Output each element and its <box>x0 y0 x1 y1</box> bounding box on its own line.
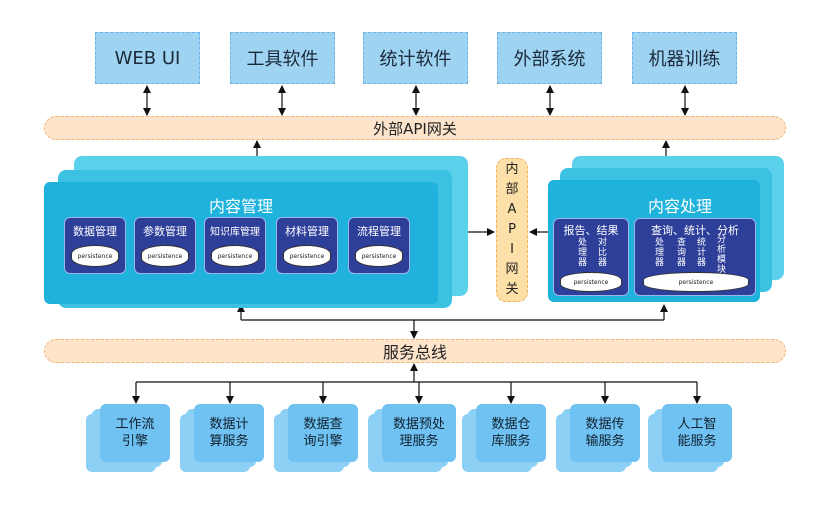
column-char: 块 <box>717 265 727 275</box>
client-tool-software: 工具软件 <box>230 32 335 84</box>
persistence-cylinder: persistence <box>283 245 331 267</box>
module-parameter-management: 参数管理 persistence <box>134 217 196 274</box>
column-char: 器 <box>655 258 665 268</box>
gateway-char: A <box>507 202 517 217</box>
comparator-column: 对 比 器 <box>598 238 607 268</box>
column-char: 分 <box>717 235 727 245</box>
module-material-management: 材料管理 persistence <box>276 217 338 274</box>
column-char: 器 <box>697 258 707 268</box>
external-api-gateway: 外部API网关 <box>44 116 786 140</box>
query-column: 查 询 器 <box>677 238 686 268</box>
analysis-column: 分 析 模 块 <box>717 235 726 275</box>
statistics-column: 统 计 器 <box>697 238 706 268</box>
module-label: 参数管理 <box>143 225 187 238</box>
service-workflow-engine: 工作流 引擎 <box>100 404 170 462</box>
column-char: 析 <box>717 245 727 255</box>
service-bus: 服务总线 <box>44 339 786 363</box>
persistence-cylinder: persistence <box>355 245 403 267</box>
gateway-char: 内 <box>505 162 519 177</box>
column-char: 模 <box>717 255 727 265</box>
column-char: 器 <box>677 258 687 268</box>
module-label: 材料管理 <box>285 225 329 238</box>
column-char: 询 <box>677 248 687 258</box>
column-char: 处 <box>655 238 665 248</box>
column-char: 器 <box>598 258 608 268</box>
persistence-cylinder: persistence <box>71 245 119 267</box>
persistence-cylinder: persistence <box>211 245 259 267</box>
gateway-char: 部 <box>505 182 519 197</box>
internal-api-gateway: 内 部 A P I 网 关 <box>496 158 528 302</box>
gateway-char: 网 <box>505 262 519 277</box>
column-char: 理 <box>655 248 665 258</box>
gateway-char: P <box>508 222 516 237</box>
content-processing-title: 内容处理 <box>647 197 712 216</box>
column-char: 统 <box>697 238 707 248</box>
service-data-computing: 数据计 算服务 <box>194 404 264 462</box>
service-data-warehouse: 数据仓 库服务 <box>476 404 546 462</box>
client-machine-training: 机器训练 <box>632 32 737 84</box>
column-char: 比 <box>598 248 608 258</box>
module-query-stats-analysis: 查询、统计、分析 处 理 器 查 询 器 统 计 器 分 析 模 块 persi… <box>634 218 756 296</box>
module-label: 流程管理 <box>357 225 401 238</box>
processor-column: 处 理 器 <box>655 238 664 268</box>
service-data-query-engine: 数据查 询引擎 <box>288 404 358 462</box>
column-char: 查 <box>677 238 687 248</box>
column-char: 计 <box>697 248 707 258</box>
service-data-transfer: 数据传 输服务 <box>570 404 640 462</box>
persistence-cylinder: persistence <box>141 245 189 267</box>
module-label: 报告、结果 <box>563 224 619 237</box>
module-report-results: 报告、结果 处 理 器 对 比 器 persistence <box>553 218 629 296</box>
persistence-cylinder: persistence <box>560 272 622 292</box>
gateway-char: I <box>510 242 514 257</box>
module-data-management: 数据管理 persistence <box>64 217 126 274</box>
content-management-title: 内容管理 <box>208 197 273 216</box>
client-stats-software: 统计软件 <box>363 32 468 84</box>
service-ai: 人工智 能服务 <box>662 404 732 462</box>
processor-column: 处 理 器 <box>578 238 587 268</box>
module-label: 数据管理 <box>73 225 117 238</box>
gateway-char: 关 <box>505 282 519 297</box>
module-process-management: 流程管理 persistence <box>348 217 410 274</box>
column-char: 对 <box>598 238 608 248</box>
column-char: 处 <box>578 238 588 248</box>
service-data-preprocessing: 数据预处 理服务 <box>382 404 456 462</box>
module-knowledge-base-management: 知识库管理 persistence <box>204 217 266 274</box>
module-label: 知识库管理 <box>210 227 260 238</box>
client-web-ui: WEB UI <box>95 32 200 84</box>
column-char: 理 <box>578 248 588 258</box>
persistence-cylinder: persistence <box>643 272 749 292</box>
client-external-system: 外部系统 <box>497 32 602 84</box>
column-char: 器 <box>578 258 588 268</box>
module-label: 查询、统计、分析 <box>651 224 739 237</box>
